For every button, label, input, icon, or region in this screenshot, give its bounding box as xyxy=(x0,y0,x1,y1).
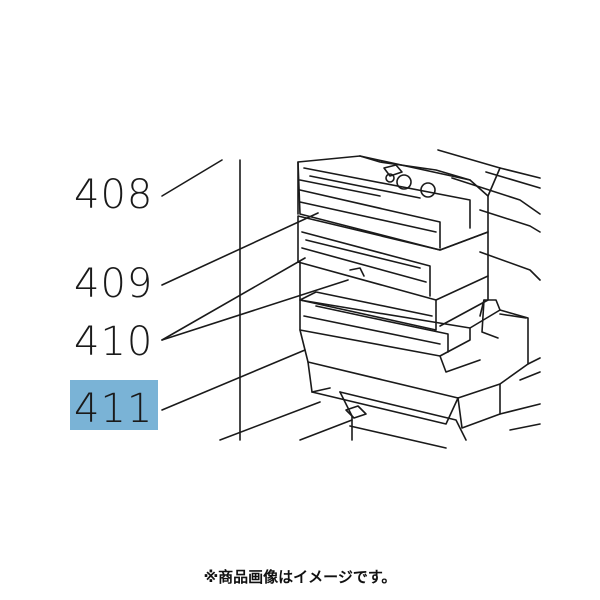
leader-line-408 xyxy=(161,159,223,197)
highlight-box-411 xyxy=(70,380,158,430)
bottom-drawer-drawing xyxy=(339,357,541,449)
part-number-408[interactable]: 408 xyxy=(74,172,154,218)
leader-line-409 xyxy=(161,212,319,286)
leader-line-411 xyxy=(161,349,306,411)
part-number-409[interactable]: 409 xyxy=(74,261,154,307)
leader-line-410a xyxy=(161,257,306,341)
middle-case-drawing xyxy=(297,215,541,331)
upper-case-drawing xyxy=(297,149,541,251)
image-disclaimer-caption: ※商品画像はイメージです。 xyxy=(203,568,397,586)
leader-line-412 xyxy=(219,401,321,441)
lower-tray-drawing xyxy=(299,299,529,429)
leader-line-410b xyxy=(161,279,349,341)
part-number-411[interactable]: 411 xyxy=(74,386,154,432)
part-number-410[interactable]: 410 xyxy=(74,319,154,365)
leader-line-413 xyxy=(299,419,353,441)
